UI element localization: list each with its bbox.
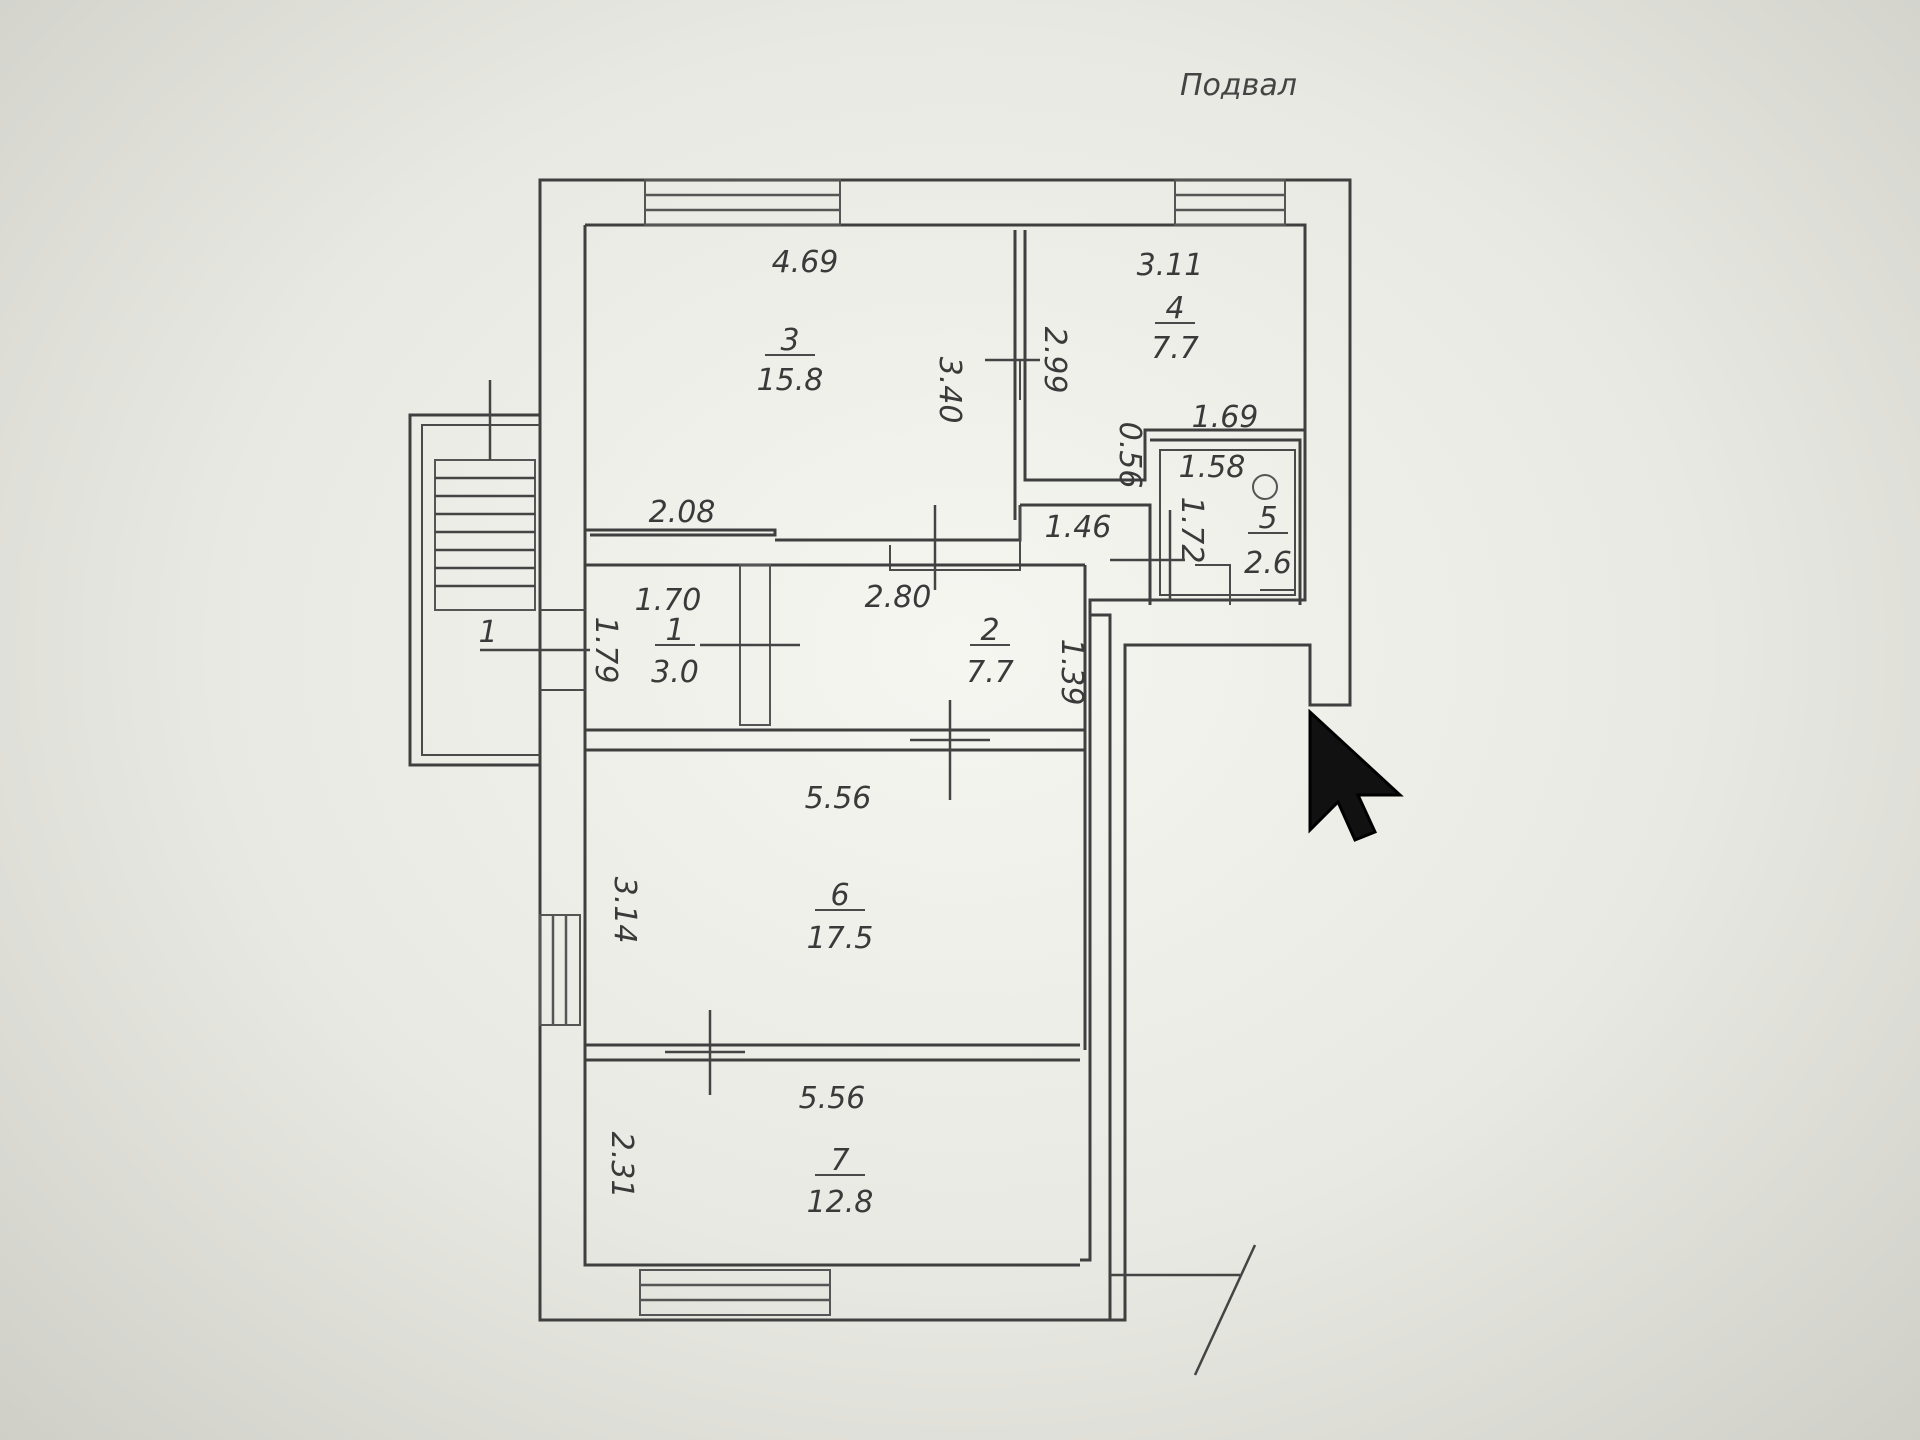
dim-r3-depth: 3.40 <box>932 357 967 424</box>
entrance-stair <box>408 380 590 767</box>
room-6-label: 6 17.5 <box>807 878 874 956</box>
dim-r5-inner: 1.58 <box>1179 450 1246 485</box>
room-7-area: 12.8 <box>807 1185 874 1220</box>
room-5-number: 5 <box>1258 501 1277 536</box>
room-1-number: 1 <box>665 613 684 648</box>
room-7-label: 7 12.8 <box>807 1143 874 1220</box>
dim-r5-top: 1.69 <box>1192 400 1259 435</box>
dim-r7-width: 5.56 <box>799 1081 866 1116</box>
window-top-left <box>644 179 841 226</box>
dim-r5-depth: 1.72 <box>1174 497 1209 564</box>
dim-r7-depth: 2.31 <box>604 1132 639 1199</box>
room-4-number: 4 <box>1165 291 1184 326</box>
room-6-number: 6 <box>830 878 849 913</box>
room-3-number: 3 <box>780 323 799 358</box>
window-left <box>539 914 581 1026</box>
room-4-label: 4 7.7 <box>1151 291 1199 366</box>
dim-corr-small: 1.46 <box>1045 510 1112 545</box>
dim-r3-partition: 2.08 <box>649 495 716 530</box>
window-bottom <box>639 1269 831 1316</box>
room-5-area: 2.6 <box>1244 546 1292 581</box>
interior-walls <box>585 230 1305 1095</box>
window-top-right <box>1174 179 1286 226</box>
room-7-number: 7 <box>830 1143 849 1178</box>
dim-r6-width: 5.56 <box>805 781 872 816</box>
room-2-number: 2 <box>980 613 999 648</box>
cursor-arrow-icon <box>1308 708 1404 842</box>
dim-r6-depth: 3.14 <box>607 877 642 944</box>
dim-r3-width: 4.69 <box>772 245 839 280</box>
room-2-label: 2 7.7 <box>966 613 1014 690</box>
room-3-area: 15.8 <box>757 363 824 398</box>
room-1-area: 3.0 <box>651 655 699 690</box>
plan-title: Подвал <box>1180 68 1297 103</box>
room-3-label: 3 15.8 <box>757 323 824 398</box>
dim-r2-depth: 1.39 <box>1054 639 1089 706</box>
room-2-area: 7.7 <box>966 655 1014 690</box>
dim-r4-width: 3.11 <box>1137 248 1204 283</box>
section-line <box>1193 1244 1257 1376</box>
room-5-label: 5 2.6 <box>1244 501 1292 581</box>
dim-r1-depth: 1.79 <box>588 617 623 684</box>
dim-r4-depth: 2.99 <box>1037 327 1072 394</box>
dim-r2-width: 2.80 <box>865 580 932 615</box>
dim-r5-small: 0.56 <box>1112 422 1147 489</box>
dimension-labels: 4.69 3.11 1.69 1.58 2.08 1.46 1.70 2.80 … <box>588 245 1258 1198</box>
dim-r1-width: 1.70 <box>635 583 702 618</box>
room-4-area: 7.7 <box>1151 331 1199 366</box>
entrance-label: 1 <box>478 615 497 650</box>
room-6-area: 17.5 <box>807 921 874 956</box>
room-1-label: 1 3.0 <box>651 613 699 690</box>
